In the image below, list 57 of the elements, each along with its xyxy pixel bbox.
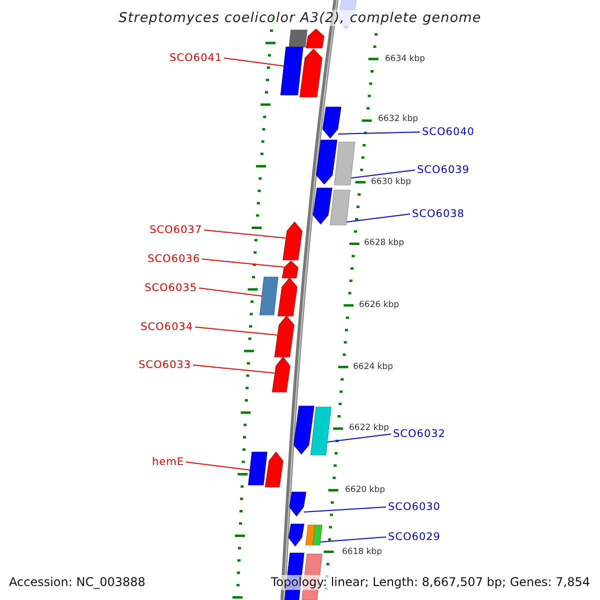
footer-text: Topology: linear; Length: 8,667,507 bp; Genes: 7,854	[270, 575, 590, 590]
gene-feature	[310, 406, 332, 456]
gene-label: SCO6038	[412, 208, 464, 220]
leader-line	[204, 230, 286, 238]
leader-line	[350, 170, 416, 178]
leader-line	[338, 132, 420, 134]
leader-line	[224, 58, 284, 66]
gene-feature	[264, 452, 284, 488]
position-label: 6628 kbp	[364, 238, 404, 248]
position-label: 6624 kbp	[353, 362, 394, 372]
gene-feature	[312, 524, 322, 546]
gene-feature	[305, 524, 316, 546]
gene-feature	[289, 492, 306, 516]
gene-feature	[274, 316, 294, 358]
gene-feature	[334, 142, 356, 186]
gene-label: SCO6034	[140, 321, 193, 333]
gene-label: SCO6040	[422, 126, 474, 138]
gene-label: SCO6030	[388, 501, 440, 513]
gene-feature	[288, 30, 308, 48]
gene-label: hemE	[152, 456, 184, 468]
leader-line	[194, 326, 278, 336]
position-label: 6618 kbp	[342, 547, 382, 557]
gene-label: SCO6039	[417, 164, 470, 176]
position-label: 6630 kbp	[371, 177, 412, 187]
leader-line	[202, 258, 284, 268]
position-label: 6626 kbp	[359, 300, 400, 310]
gene-feature	[316, 140, 338, 184]
gene-feature	[330, 190, 350, 226]
leader-line	[346, 214, 410, 222]
gene-label: SCO6035	[144, 282, 197, 294]
gene-feature	[280, 46, 304, 96]
leader-line	[192, 364, 275, 374]
gene-feature	[259, 276, 278, 316]
position-label: 6634 kbp	[385, 54, 426, 64]
gene-feature	[294, 406, 314, 454]
gene-label: SCO6029	[388, 531, 440, 543]
gene-feature	[306, 28, 324, 48]
leader-line	[303, 506, 386, 512]
leader-line	[186, 462, 251, 470]
gene-label: SCO6033	[138, 359, 191, 371]
position-label: 6622 kbp	[349, 423, 390, 433]
footer-text: Accession: NC_003888	[9, 575, 146, 590]
gene-feature	[282, 260, 298, 278]
gene-label: SCO6032	[393, 428, 446, 440]
position-label: 6632 kbp	[378, 114, 418, 124]
gene-feature	[248, 452, 268, 486]
gene-feature	[322, 106, 342, 138]
leader-line	[326, 434, 392, 442]
gene-label: SCO6036	[148, 253, 200, 265]
gene-label: SCO6037	[150, 224, 202, 236]
gene-feature	[272, 356, 290, 392]
position-label: 6620 kbp	[345, 485, 386, 495]
gene-feature	[288, 524, 304, 546]
gene-label: SCO6041	[170, 52, 222, 64]
leader-line	[320, 536, 386, 542]
leader-line	[198, 288, 262, 296]
gene-feature	[312, 188, 332, 224]
